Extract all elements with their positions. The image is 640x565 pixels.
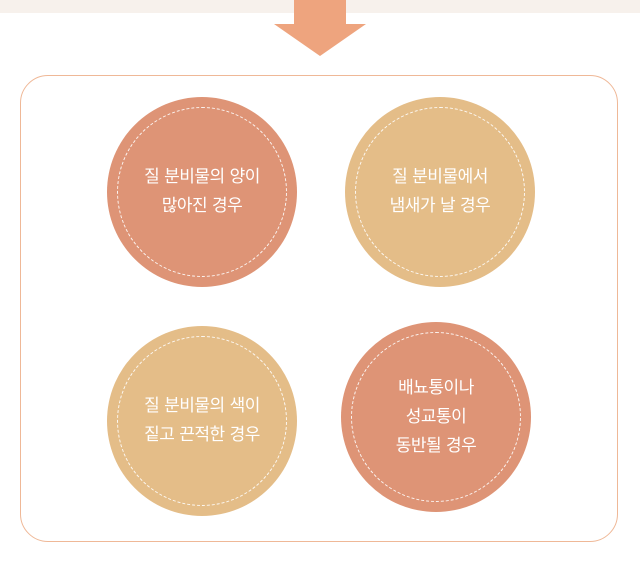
arrow-stem: [294, 0, 346, 24]
symptom-text-line: 질 분비물의 양이: [144, 167, 260, 187]
symptom-text-line: 배뇨통이나: [398, 377, 474, 398]
symptom-text-line: 동반될 경우: [395, 435, 477, 456]
dashed-ring: 질 분비물의 색이 짙고 끈적한 경우: [117, 336, 287, 506]
symptom-circle-pain: 배뇨통이나 성교통이 동반될 경우: [341, 322, 531, 512]
symptom-text-line: 질 분비물의 색이: [144, 396, 260, 416]
dashed-ring: 배뇨통이나 성교통이 동반될 경우: [351, 332, 521, 502]
dashed-ring: 질 분비물의 양이 많아진 경우: [117, 107, 287, 277]
symptom-circle-color-thick: 질 분비물의 색이 짙고 끈적한 경우: [107, 326, 297, 516]
symptom-text-line: 많아진 경우: [161, 196, 243, 216]
arrow-head: [274, 24, 366, 56]
symptom-text-line: 냄새가 날 경우: [389, 196, 491, 216]
symptom-circle-odor: 질 분비물에서 냄새가 날 경우: [345, 97, 535, 287]
symptom-circle-increased-discharge: 질 분비물의 양이 많아진 경우: [107, 97, 297, 287]
symptom-text-line: 질 분비물에서: [392, 167, 488, 187]
dashed-ring: 질 분비물에서 냄새가 날 경우: [355, 107, 525, 277]
symptoms-panel: [20, 75, 618, 542]
symptom-text-line: 성교통이: [405, 406, 467, 427]
symptom-text-line: 짙고 끈적한 경우: [144, 425, 260, 445]
